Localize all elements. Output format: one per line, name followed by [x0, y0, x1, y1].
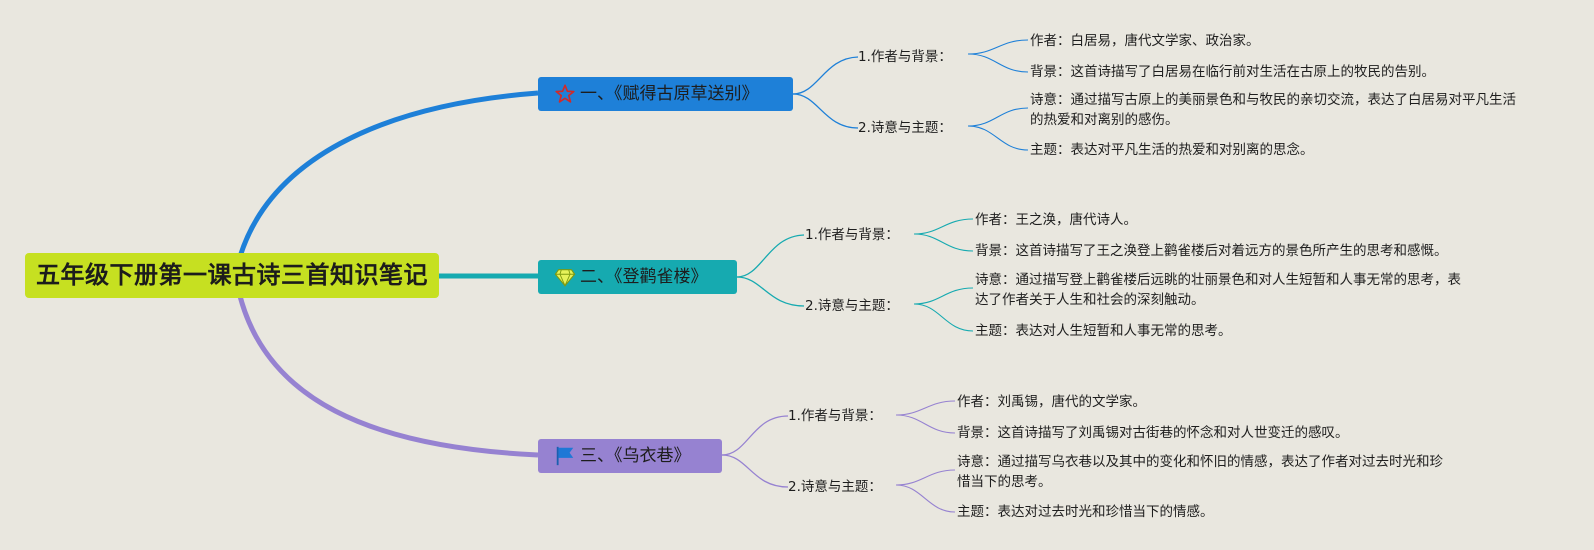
branch2-leaf-connector: [913, 303, 974, 332]
branch1-leaf-connector: [967, 125, 1029, 151]
subtopic-meaning-theme[interactable]: 2.诗意与主题：: [805, 298, 899, 314]
subtopic-author-background[interactable]: 1.作者与背景：: [788, 408, 882, 424]
subtopic-author-background[interactable]: 1.作者与背景：: [805, 227, 899, 243]
leaf-note[interactable]: 诗意：通过描写古原上的美丽景色和与牧民的亲切交流，表达了白居易对平凡生活的热爱和…: [1030, 92, 1516, 128]
branch2-leaf-connector: [913, 218, 974, 235]
subtopic-author-background[interactable]: 1.作者与背景：: [858, 49, 952, 65]
branch2-sub2-connector: [736, 276, 805, 307]
branch2-leaf-connector: [913, 233, 974, 252]
branch1-sub1-connector: [792, 56, 859, 95]
star-icon: [554, 83, 580, 105]
leaf-note[interactable]: 主题：表达对平凡生活的热爱和对别离的思念。: [1030, 142, 1314, 158]
branch-topic-2[interactable]: 二、《登鹳雀楼》: [538, 260, 737, 294]
leaf-note[interactable]: 作者：白居易，唐代文学家、政治家。: [1030, 33, 1260, 49]
branch1-leaf-connector: [967, 39, 1029, 55]
branch3-sub1-connector: [721, 415, 789, 456]
leaf-note[interactable]: 诗意：通过描写登上鹳雀楼后远眺的壮丽景色和对人生短暂和人事无常的思考，表达了作者…: [975, 272, 1461, 308]
branch-topic-3[interactable]: 三、《乌衣巷》: [538, 439, 722, 473]
leaf-note[interactable]: 主题：表达对过去时光和珍惜当下的情感。: [957, 504, 1214, 520]
branch1-sub2-connector: [792, 93, 859, 129]
branch3-leaf-connector: [895, 484, 956, 513]
root-branch3-connector: [236, 291, 539, 458]
leaf-note[interactable]: 背景：这首诗描写了刘禹锡对古街巷的怀念和对人世变迁的感叹。: [957, 425, 1349, 441]
branch3-leaf-connector: [895, 414, 956, 434]
branch-label: 二、《登鹳雀楼》: [580, 267, 708, 287]
branch1-leaf-connector: [967, 107, 1029, 127]
root-branch1-connector: [236, 90, 539, 261]
branch3-sub2-connector: [721, 454, 789, 488]
subtopic-meaning-theme[interactable]: 2.诗意与主题：: [858, 120, 952, 136]
leaf-note[interactable]: 作者：刘禹锡，唐代的文学家。: [957, 394, 1146, 410]
branch-topic-1[interactable]: 一、《赋得古原草送别》: [538, 77, 793, 111]
branch2-sub1-connector: [736, 234, 805, 278]
leaf-note[interactable]: 背景：这首诗描写了白居易在临行前对生活在古原上的牧民的告别。: [1030, 64, 1435, 80]
leaf-note[interactable]: 诗意：通过描写乌衣巷以及其中的变化和怀旧的情感，表达了作者对过去时光和珍惜当下的…: [957, 454, 1443, 490]
branch3-leaf-connector: [895, 469, 956, 486]
branch-label: 三、《乌衣巷》: [580, 446, 691, 466]
leaf-note[interactable]: 主题：表达对人生短暂和人事无常的思考。: [975, 323, 1232, 339]
branch3-leaf-connector: [895, 400, 956, 416]
root-topic[interactable]: 五年级下册第一课古诗三首知识笔记: [25, 253, 439, 298]
leaf-note[interactable]: 作者：王之涣，唐代诗人。: [975, 212, 1137, 228]
flag-icon: [554, 445, 580, 467]
subtopic-meaning-theme[interactable]: 2.诗意与主题：: [788, 479, 882, 495]
leaf-note[interactable]: 背景：这首诗描写了王之涣登上鹳雀楼后对着远方的景色所产生的思考和感慨。: [975, 243, 1448, 259]
branch-label: 一、《赋得古原草送别》: [580, 84, 759, 104]
diamond-icon: [554, 266, 580, 288]
branch2-leaf-connector: [913, 287, 974, 305]
branch1-leaf-connector: [967, 53, 1029, 73]
